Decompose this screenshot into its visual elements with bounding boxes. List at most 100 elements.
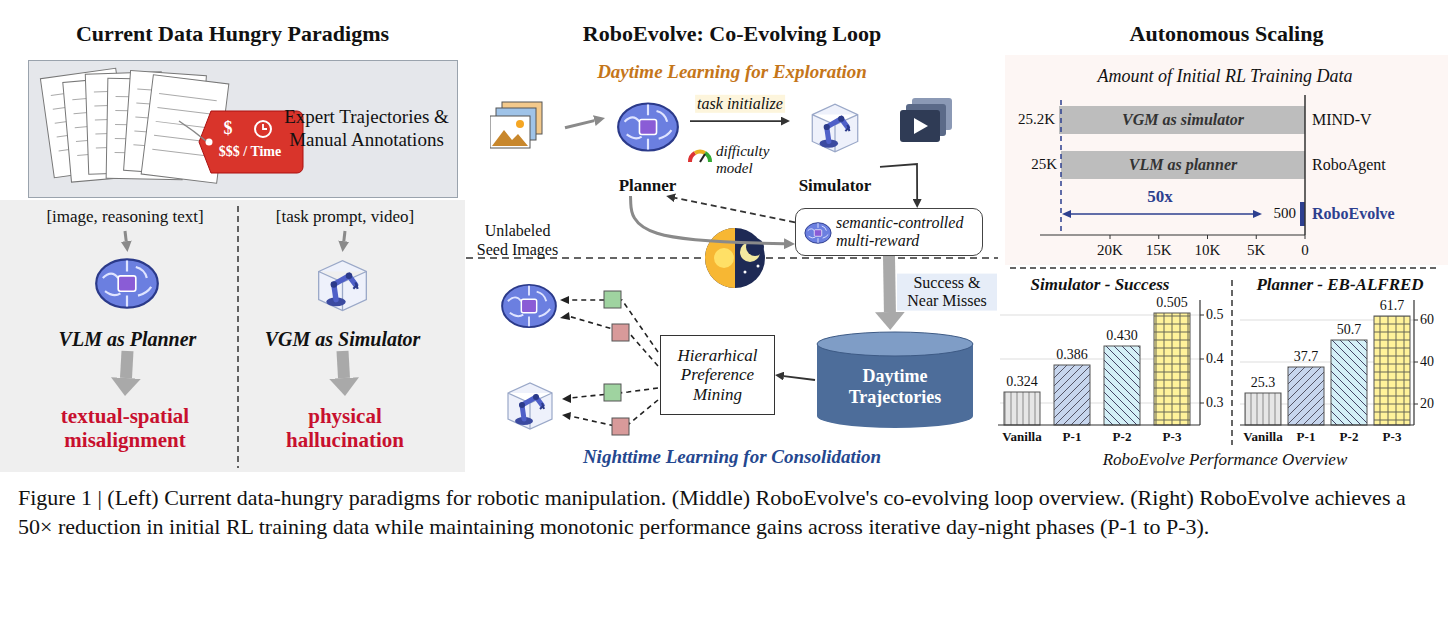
figure-label: 0.386 — [1056, 347, 1088, 363]
figure-label: 20K — [1097, 242, 1123, 259]
model-box: VLM as Planner — [40, 252, 215, 351]
figure-label: 50.7 — [1337, 322, 1362, 338]
figure-label: P-2 — [1113, 430, 1132, 445]
node-text: Current Data Hungry Paradigms — [76, 15, 389, 46]
figure-label: Amount of Initial RL Training Data — [1097, 66, 1352, 87]
figure-label: 60 — [1420, 312, 1434, 328]
figure-label: P-1 — [1063, 430, 1082, 445]
figure-label: RoboAgent — [1312, 156, 1386, 174]
figure-label: 0.5 — [1206, 307, 1224, 323]
node-text: Simulator — [799, 176, 872, 196]
figure-label: 0.4 — [1206, 351, 1224, 367]
figure-label: RoboEvolve — [1312, 205, 1395, 223]
figure-label: P-1 — [1297, 430, 1316, 445]
figure-label: RoboEvolve Performance Overview — [1103, 450, 1348, 470]
figure-caption: Figure 1 | (Left) Current data-hungry pa… — [18, 484, 1430, 541]
band-fill — [462, 55, 1002, 258]
flow-arrow — [883, 256, 896, 312]
node-icon — [310, 252, 375, 317]
figure-label: 0.324 — [1006, 374, 1038, 390]
panel: Current Data Hungry ParadigmsExpert Traj… — [0, 15, 465, 472]
node-icon — [804, 94, 866, 160]
figure-label: MIND-V — [1312, 111, 1372, 129]
flow-arrow — [125, 231, 126, 241]
input-box: [image, reasoning text] — [30, 203, 220, 231]
figure-label: 0 — [1301, 242, 1309, 259]
figure-label: difficulty model — [716, 143, 788, 176]
figure-label: $ — [224, 118, 233, 139]
node-icon — [804, 221, 832, 245]
node-text: Nighttime Learning for Consolidation — [583, 446, 881, 468]
node-text: physical hallucination — [260, 404, 430, 452]
data-cost-box: Expert Trajectories & Manual Annotations — [28, 60, 458, 198]
figure-label: 37.7 — [1294, 349, 1319, 365]
band-fill — [462, 258, 1002, 472]
figure-label: 0.430 — [1106, 328, 1138, 344]
figure-label: 61.7 — [1380, 298, 1405, 314]
figure-label: 0.505 — [1156, 295, 1188, 311]
input-box: [task prompt, video] — [250, 203, 440, 231]
edge-label: Success & Near Misses — [897, 274, 997, 311]
failure-box: textual-spatial misalignment — [15, 396, 235, 460]
flow-arrow — [344, 231, 345, 241]
model-box: VGM as Simulator — [255, 252, 430, 351]
node-text: textual-spatial misalignment — [40, 404, 210, 452]
figure-label: 10K — [1195, 242, 1221, 259]
simulator-agent: Simulator — [790, 92, 880, 196]
band-border — [462, 258, 1002, 472]
figure-label: 20 — [1420, 396, 1434, 412]
node-icon — [94, 256, 160, 311]
figure-label: 50x — [1147, 187, 1173, 207]
figure-label: P-2 — [1340, 430, 1359, 445]
figure-label: 500 — [1274, 205, 1297, 222]
band-border — [462, 55, 1002, 258]
figure-label: 5K — [1247, 242, 1265, 259]
node-text: Daytime Trajectories — [815, 366, 975, 407]
figure-label: 0.3 — [1206, 395, 1224, 411]
figure-label: 25K — [1031, 156, 1057, 173]
figure-label: 40 — [1420, 354, 1434, 370]
panel: RoboEvolve: Co-Evolving LoopDaytime Lear… — [462, 15, 1002, 472]
node-icon — [616, 100, 680, 154]
node-text: VLM as Planner — [59, 328, 197, 351]
figure-label: P-3 — [1163, 430, 1182, 445]
figure-label: VGM as simulator — [1122, 111, 1244, 129]
flow-arrow — [631, 196, 785, 244]
flow-arrow — [880, 164, 917, 199]
figure-label: VLM as planner — [1129, 156, 1237, 174]
failure-box: physical hallucination — [250, 396, 440, 460]
node-text: [task prompt, video] — [276, 207, 414, 227]
edge-label: task initialize — [695, 95, 785, 113]
node-text: Unlabeled Seed Images — [470, 222, 565, 259]
node-text: Expert Trajectories & Manual Annotations — [284, 106, 449, 152]
flow-arrow — [784, 376, 815, 380]
reward-box: semantic-controlled multi-reward — [795, 208, 983, 256]
figure-label: P-3 — [1383, 430, 1402, 445]
figure-label: 15K — [1146, 242, 1172, 259]
flow-arrow — [565, 121, 594, 128]
figure-label: $$$ / Time — [219, 144, 282, 160]
planner-agent: Planner — [605, 92, 690, 196]
figure-label: Vanilla — [1002, 430, 1041, 445]
node-text: Planner — [619, 176, 677, 196]
seed-images: Unlabeled Seed Images — [470, 95, 565, 259]
flow-arrow — [690, 120, 781, 122]
figure-label: Simulator - Success — [1031, 275, 1170, 295]
node-text: [image, reasoning text] — [46, 207, 203, 227]
node-icon — [490, 100, 546, 152]
node-text: Daytime Learning for Exploration — [597, 61, 867, 83]
flow-arrow — [675, 198, 795, 223]
figure-label: Vanilla — [1243, 430, 1282, 445]
flow-arrow — [126, 351, 128, 378]
node-text: VGM as Simulator — [265, 328, 421, 351]
node-text: RoboEvolve: Co-Evolving Loop — [583, 15, 881, 46]
mining-box: Hierarhical Preference Mining — [660, 335, 775, 415]
figure-label: 25.2K — [1018, 111, 1055, 128]
flow-arrow — [343, 351, 345, 378]
figure-label: Planner - EB-ALFRED — [1256, 275, 1423, 295]
node-text: Autonomous Scaling — [1130, 15, 1324, 46]
node-text: Hierarhical Preference Mining — [661, 346, 774, 405]
figure-label: 25.3 — [1251, 375, 1276, 391]
node-text: semantic-controlled multi-reward — [836, 214, 976, 251]
